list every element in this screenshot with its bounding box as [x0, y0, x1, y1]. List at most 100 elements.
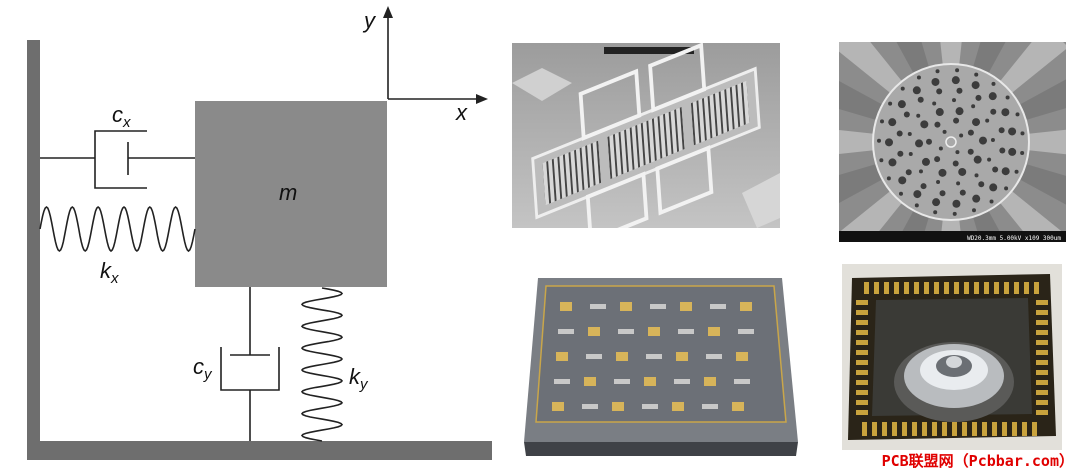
package-pin	[856, 400, 868, 405]
package-pin	[856, 360, 868, 365]
bond-pad	[672, 402, 684, 411]
pad-trace	[642, 404, 658, 409]
package-pin	[872, 422, 877, 436]
pad-trace	[554, 379, 570, 384]
pad-trace	[590, 304, 606, 309]
package-pin	[1036, 370, 1048, 375]
pad-trace	[674, 379, 690, 384]
disk-hole	[939, 190, 946, 197]
watermark-text: PCB联盟网（Pcbbar.com）	[881, 452, 1074, 470]
pad-trace	[558, 329, 574, 334]
pad-trace	[586, 354, 602, 359]
x-axis-arrowhead	[476, 94, 488, 104]
disk-hole	[988, 92, 997, 101]
disk-hole	[1005, 95, 1010, 100]
disk-hole	[907, 131, 912, 136]
package-pin	[954, 282, 959, 294]
disk-hole	[1008, 127, 1017, 136]
spring-ky-label: ky	[349, 364, 369, 393]
spring-kx	[39, 205, 196, 253]
spring-ky	[300, 287, 344, 442]
disk-hole	[936, 88, 943, 95]
disk-hole	[971, 208, 976, 213]
package-pin	[856, 390, 868, 395]
disk-hole	[888, 118, 897, 127]
floor	[27, 441, 492, 460]
disk-hole	[952, 98, 957, 103]
disk-hole	[1001, 167, 1010, 176]
disk-hole	[880, 119, 885, 124]
package-pin	[994, 282, 999, 294]
disk-hole	[918, 169, 923, 174]
disk-hole	[1015, 112, 1020, 117]
disk-hole	[978, 136, 987, 145]
disk-hole	[958, 167, 967, 176]
package-pin	[1036, 310, 1048, 315]
disk-hole	[898, 176, 907, 185]
package-pin	[964, 282, 969, 294]
electrode-shape	[839, 142, 951, 204]
package-pin	[1022, 422, 1027, 436]
disk-hole	[934, 121, 941, 128]
package-pin	[856, 320, 868, 325]
bond-pad	[584, 377, 596, 386]
disk-hole	[972, 118, 981, 127]
disk-hole	[956, 87, 963, 94]
disk-hole	[987, 157, 992, 162]
package-pin	[1002, 422, 1007, 436]
bond-pad	[732, 402, 744, 411]
disk-hole	[886, 176, 891, 181]
bond-pad	[556, 352, 568, 361]
disk-hole	[998, 127, 1005, 134]
electrode-shape	[951, 42, 1006, 142]
disk-hole	[933, 210, 938, 215]
disk-hole	[942, 129, 947, 134]
package-pin	[894, 282, 899, 294]
package-pin	[942, 422, 947, 436]
disk-hole	[959, 189, 966, 196]
package-pin	[1036, 360, 1048, 365]
package-pin	[1036, 340, 1048, 345]
disk-hole	[920, 120, 929, 129]
disk-hole	[952, 160, 959, 167]
disk-hole	[879, 158, 884, 163]
package-pin	[856, 350, 868, 355]
disk-hole	[898, 191, 903, 196]
disk-hole	[888, 101, 893, 106]
package-pin	[962, 422, 967, 436]
disk-hole	[935, 69, 940, 74]
coordinate-axes	[387, 14, 480, 100]
disk-hole	[914, 203, 919, 208]
disk-hole	[955, 68, 960, 73]
disk-hole	[896, 130, 903, 137]
disk-hole	[1020, 131, 1025, 136]
disk-hole	[934, 156, 941, 163]
package-pin	[934, 282, 939, 294]
x-axis-label: x	[455, 100, 468, 125]
disk-hole	[931, 77, 940, 86]
sem-disk-resonator-photo: WD20.3mm 5.00kV x109 300um	[839, 42, 1066, 242]
disk-hole	[951, 76, 960, 85]
disk-hole	[978, 181, 985, 188]
disk-hole	[967, 129, 974, 136]
package-pin	[892, 422, 897, 436]
disk-hole	[985, 118, 990, 123]
disk-hole	[926, 138, 933, 145]
pad-trace	[582, 404, 598, 409]
disk-hole	[972, 194, 981, 203]
bond-pad	[560, 302, 572, 311]
pad-trace	[614, 379, 630, 384]
y-axis-arrowhead	[383, 6, 393, 18]
electrode-shape	[951, 142, 1066, 205]
bond-pad	[708, 327, 720, 336]
bond-pad	[676, 352, 688, 361]
disk-hole	[935, 108, 944, 117]
disk-hole	[990, 137, 995, 142]
spring-mass-damper-diagram: m y x cx kx cy ky	[27, 6, 492, 460]
disk-hole	[912, 86, 921, 95]
disk-hole	[938, 146, 943, 151]
package-pin	[904, 282, 909, 294]
pad-trace	[710, 304, 726, 309]
disk-hole	[897, 100, 906, 109]
disk-hole	[900, 86, 905, 91]
